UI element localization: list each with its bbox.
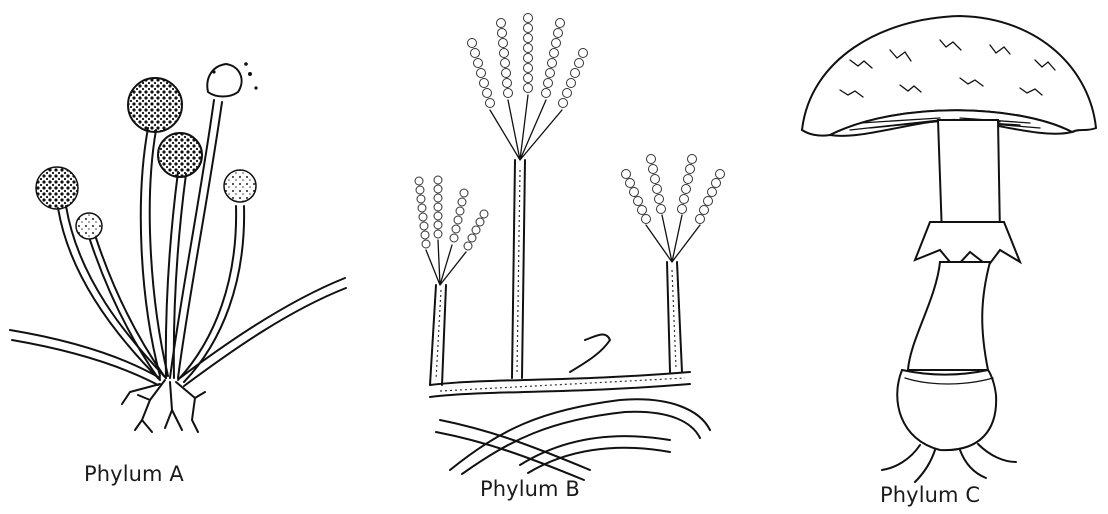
figure-phylum-b: Phylum B	[370, 0, 750, 514]
spore-chain	[622, 155, 725, 224]
caption-phylum-c: Phylum C	[880, 483, 980, 507]
mushroom-icon	[790, 0, 1108, 514]
spore-chain	[468, 14, 588, 108]
figure-phylum-c: Phylum C	[790, 0, 1108, 514]
conidiophore-mold-icon	[370, 0, 750, 514]
spore-chain	[415, 176, 488, 250]
figure-phylum-a: Phylum A	[0, 0, 370, 514]
caption-phylum-a: Phylum A	[84, 462, 184, 486]
caption-phylum-b: Phylum B	[480, 477, 580, 501]
sporangia-mold-icon	[0, 0, 370, 514]
